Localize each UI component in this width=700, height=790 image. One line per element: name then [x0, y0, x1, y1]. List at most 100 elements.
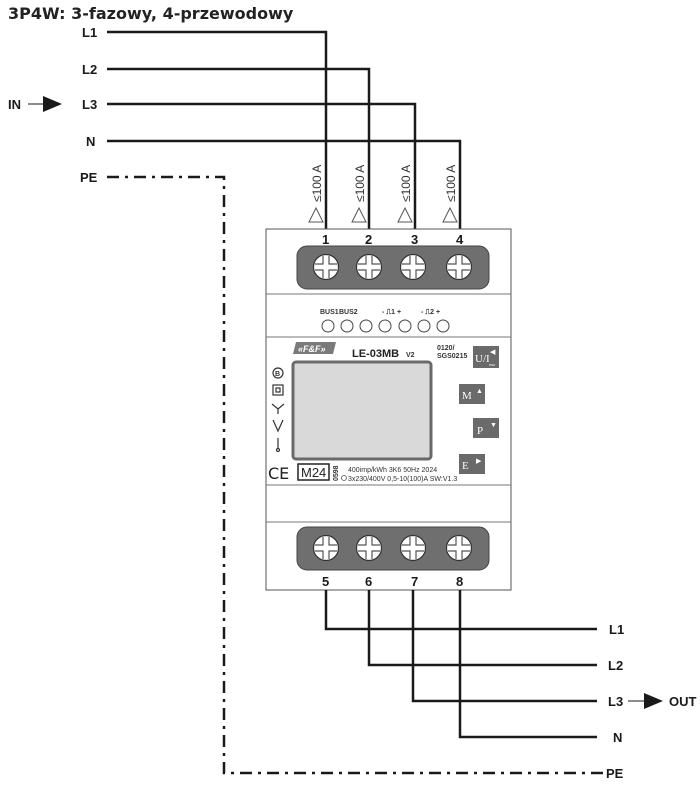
bus-terminal[interactable] [321, 319, 335, 333]
out-direction-label: OUT [669, 694, 697, 709]
terminal-number-3: 3 [411, 232, 418, 247]
button-ui-esc[interactable]: U/I ◀ esc [473, 346, 499, 368]
in-direction-label: IN [8, 97, 21, 112]
wire-in-n [107, 139, 462, 232]
v-icon [272, 419, 284, 433]
svg-text:M24: M24 [301, 465, 326, 480]
wire-in-l3 [107, 102, 417, 232]
output-wires [324, 590, 597, 739]
svg-text:U/I: U/I [475, 353, 490, 365]
out-arrow-icon [628, 693, 663, 709]
warning-icon [442, 206, 458, 223]
out-label-l1: L1 [609, 622, 624, 637]
bottom-terminal-block [296, 526, 490, 571]
screw-terminal-7[interactable] [399, 534, 427, 562]
svg-text:≤100 A: ≤100 A [399, 165, 413, 202]
bus-terminal[interactable] [340, 319, 354, 333]
button-e-enter[interactable]: E ▶ [459, 454, 485, 474]
screw-terminal-1[interactable] [312, 253, 340, 281]
terminal-number-1: 1 [322, 232, 329, 247]
metrology-mark: M24 [297, 463, 330, 481]
brand-logo: «F&F» [293, 342, 336, 354]
comm-terminals [321, 319, 450, 333]
screw-terminal-3[interactable] [399, 253, 427, 281]
in-arrow-icon [28, 96, 62, 112]
terminal-number-2: 2 [365, 232, 372, 247]
pulse-terminal[interactable] [436, 319, 450, 333]
wire-out-l2 [367, 590, 597, 667]
wire-out-l3 [411, 590, 597, 703]
in-label-n: N [86, 134, 95, 149]
spec-line-1: 400imp/kWh 3K6 50Hz 2024 [348, 467, 437, 474]
ce-mark: CE [268, 464, 289, 483]
warning-icon [397, 206, 413, 223]
svg-text:▶: ▶ [476, 458, 482, 465]
energy-meter: 1 2 3 4 BUS1 BUS2 - [265, 228, 512, 591]
warning-icon [308, 206, 324, 223]
terminal-number-7: 7 [411, 574, 418, 589]
wire-pe [107, 175, 608, 775]
pulse-terminal[interactable] [378, 319, 392, 333]
terminal-number-6: 6 [365, 574, 372, 589]
svg-text:≤100 A: ≤100 A [353, 165, 367, 202]
pulse-terminal[interactable] [398, 319, 412, 333]
bus-terminal[interactable] [359, 319, 373, 333]
in-label-pe: PE [80, 170, 98, 185]
out-label-l3: L3 [608, 694, 623, 709]
limit-label-3: ≤100 A [397, 165, 413, 223]
limit-label-1: ≤100 A [308, 165, 324, 223]
terminal-number-8: 8 [456, 574, 463, 589]
screw-terminal-2[interactable] [355, 253, 383, 281]
in-label-l1: L1 [82, 25, 97, 40]
terminal-number-4: 4 [456, 232, 464, 247]
screw-terminal-8[interactable] [445, 534, 473, 562]
svg-text:E: E [462, 460, 469, 472]
pulse1-label: - ⎍1 + [382, 309, 401, 316]
svg-text:B: B [275, 371, 280, 378]
limit-label-4: ≤100 A [442, 165, 458, 223]
led-indicator [341, 475, 347, 481]
out-label-l2: L2 [608, 658, 623, 673]
screw-terminal-5[interactable] [312, 534, 340, 562]
spec-line-2: 3x230/400V 0,5-10(100)A SW:V1.3 [348, 476, 457, 483]
screw-terminal-4[interactable] [445, 253, 473, 281]
screw-terminal-6[interactable] [355, 534, 383, 562]
out-label-pe: PE [606, 766, 624, 781]
svg-text:▼: ▼ [490, 422, 497, 429]
double-insulation-icon [272, 384, 284, 396]
top-terminal-block [296, 245, 490, 290]
model-version: V2 [406, 352, 415, 359]
button-p-down[interactable]: P ▼ [473, 418, 499, 438]
svg-text:≤100 A: ≤100 A [444, 165, 458, 202]
side-icons: B [271, 367, 285, 453]
lcd-display [291, 360, 433, 461]
svg-text:«F&F»: «F&F» [298, 344, 326, 354]
diagram-title: 3P4W: 3-fazowy, 4-przewodowy [8, 4, 294, 23]
wire-out-l1 [324, 590, 597, 631]
wire-out-n [458, 590, 597, 739]
star-connection-icon [271, 403, 285, 414]
b-class-icon: B [272, 367, 284, 379]
cert-number-1: 0120/ [437, 345, 455, 352]
current-limits: ≤100 A ≤100 A ≤100 A ≤100 A [308, 165, 458, 223]
pulse-terminal[interactable] [417, 319, 431, 333]
svg-text:◀: ◀ [490, 349, 496, 356]
out-label-n: N [613, 730, 622, 745]
cert-number-2: SGS0215 [437, 353, 467, 360]
wire-in-l2 [107, 67, 371, 232]
bus1-label: BUS1 [320, 309, 339, 316]
limit-label-2: ≤100 A [351, 165, 367, 223]
model-name: LE-03MB [352, 348, 399, 360]
svg-text:M: M [462, 390, 472, 402]
svg-text:▲: ▲ [476, 388, 483, 395]
button-m-up[interactable]: M ▲ [459, 384, 485, 404]
terminal-number-5: 5 [322, 574, 329, 589]
svg-text:esc: esc [489, 362, 495, 367]
bus2-label: BUS2 [339, 309, 358, 316]
pulse2-label: - ⎍2 + [421, 309, 440, 316]
thermometer-icon [275, 438, 281, 453]
notified-body-number: 0598 [333, 465, 340, 481]
svg-text:≤100 A: ≤100 A [310, 165, 324, 202]
input-wires [107, 30, 462, 232]
